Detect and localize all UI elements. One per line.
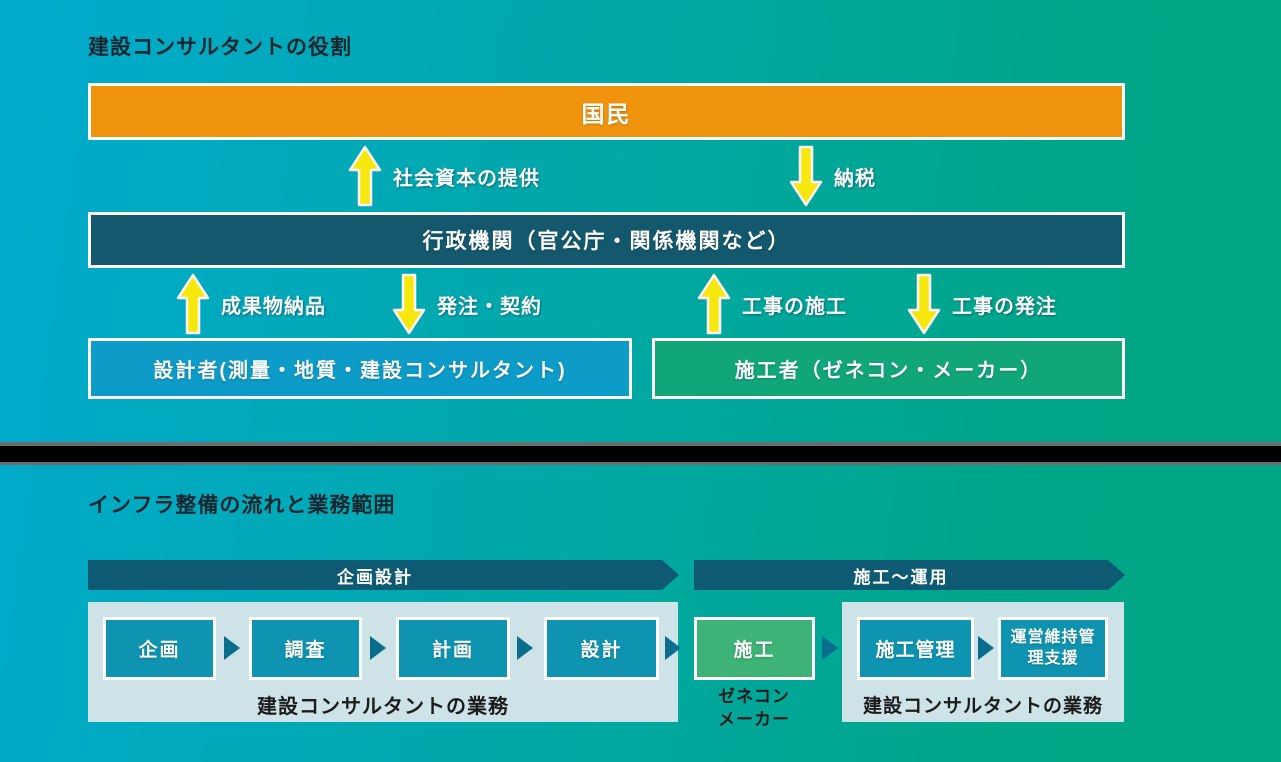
designer-box: 設計者(測量・地質・建設コンサルタント) xyxy=(88,338,632,399)
citizens-bar: 国民 xyxy=(88,83,1125,140)
down-arrow-icon xyxy=(789,145,823,207)
right-triangle-icon xyxy=(370,636,386,660)
scope-label-consultant-left: 建設コンサルタントの業務 xyxy=(257,696,509,718)
section1-title: 建設コンサルタントの役割 xyxy=(88,36,352,59)
step-label: 施工 xyxy=(733,640,776,661)
step-label: 施工管理 xyxy=(875,640,956,661)
down-arrow-icon xyxy=(907,273,941,335)
scope-line: メーカー xyxy=(718,709,790,729)
citizens-label: 国民 xyxy=(581,100,632,127)
step-construction: 施工 xyxy=(694,617,815,680)
designer-label: 設計者(測量・地質・建設コンサルタント) xyxy=(153,360,567,382)
right-triangle-icon xyxy=(224,636,240,660)
step-design: 設計 xyxy=(544,617,659,680)
government-bar: 行政機関（官公庁・関係機関など） xyxy=(88,212,1125,268)
up-arrow-icon xyxy=(348,145,382,207)
government-label: 行政機関（官公庁・関係機関など） xyxy=(422,230,791,253)
flow-order-contract: 発注・契約 xyxy=(392,273,542,335)
contractor-box: 施工者（ゼネコン・メーカー） xyxy=(652,338,1125,399)
step-construction-management: 施工管理 xyxy=(857,617,974,680)
flow-construction-work: 工事の施工 xyxy=(697,273,847,335)
arrow-label: 工事の施工 xyxy=(742,295,847,318)
phase-arrow-planning-design: 企画設計 xyxy=(88,560,679,590)
right-triangle-icon xyxy=(822,636,838,660)
step-planning: 企画 xyxy=(103,617,216,680)
phase-label: 施工〜運用 xyxy=(853,567,949,587)
flow-deliverables: 成果物納品 xyxy=(176,273,326,335)
arrow-label: 工事の発注 xyxy=(952,295,1057,318)
flow-social-capital: 社会資本の提供 xyxy=(348,145,540,207)
up-arrow-icon xyxy=(176,273,210,335)
step-label: 設計 xyxy=(580,640,623,661)
step-label: 企画 xyxy=(138,640,181,661)
contractor-label: 施工者（ゼネコン・メーカー） xyxy=(734,360,1043,382)
step-label: 運営維持管理支援 xyxy=(1010,628,1096,667)
step-operation-maintenance: 運営維持管理支援 xyxy=(998,617,1108,680)
arrow-label: 成果物納品 xyxy=(221,295,326,318)
up-arrow-icon xyxy=(697,273,731,335)
scope-label-consultant-right: 建設コンサルタントの業務 xyxy=(862,696,1103,717)
flow-tax: 納税 xyxy=(789,145,876,207)
right-triangle-icon xyxy=(978,636,994,660)
phase-arrow-construction-operation: 施工〜運用 xyxy=(694,560,1125,590)
scope-line: ゼネコン xyxy=(718,687,790,706)
section2-title: インフラ整備の流れと業務範囲 xyxy=(88,494,396,517)
step-label: 計画 xyxy=(431,640,474,661)
scope-label-general-contractor: ゼネコン メーカー xyxy=(684,686,824,732)
down-arrow-icon xyxy=(392,273,426,335)
arrow-label: 社会資本の提供 xyxy=(393,167,540,190)
arrow-label: 発注・契約 xyxy=(437,295,542,318)
flow-work-order: 工事の発注 xyxy=(907,273,1057,335)
section-divider xyxy=(0,442,1281,465)
step-label: 調査 xyxy=(284,640,327,661)
arrow-label: 納税 xyxy=(834,167,876,190)
right-triangle-icon xyxy=(665,636,681,660)
step-plan: 計画 xyxy=(396,617,510,680)
right-triangle-icon xyxy=(517,636,533,660)
step-survey: 調査 xyxy=(249,617,362,680)
phase-label: 企画設計 xyxy=(337,567,413,587)
